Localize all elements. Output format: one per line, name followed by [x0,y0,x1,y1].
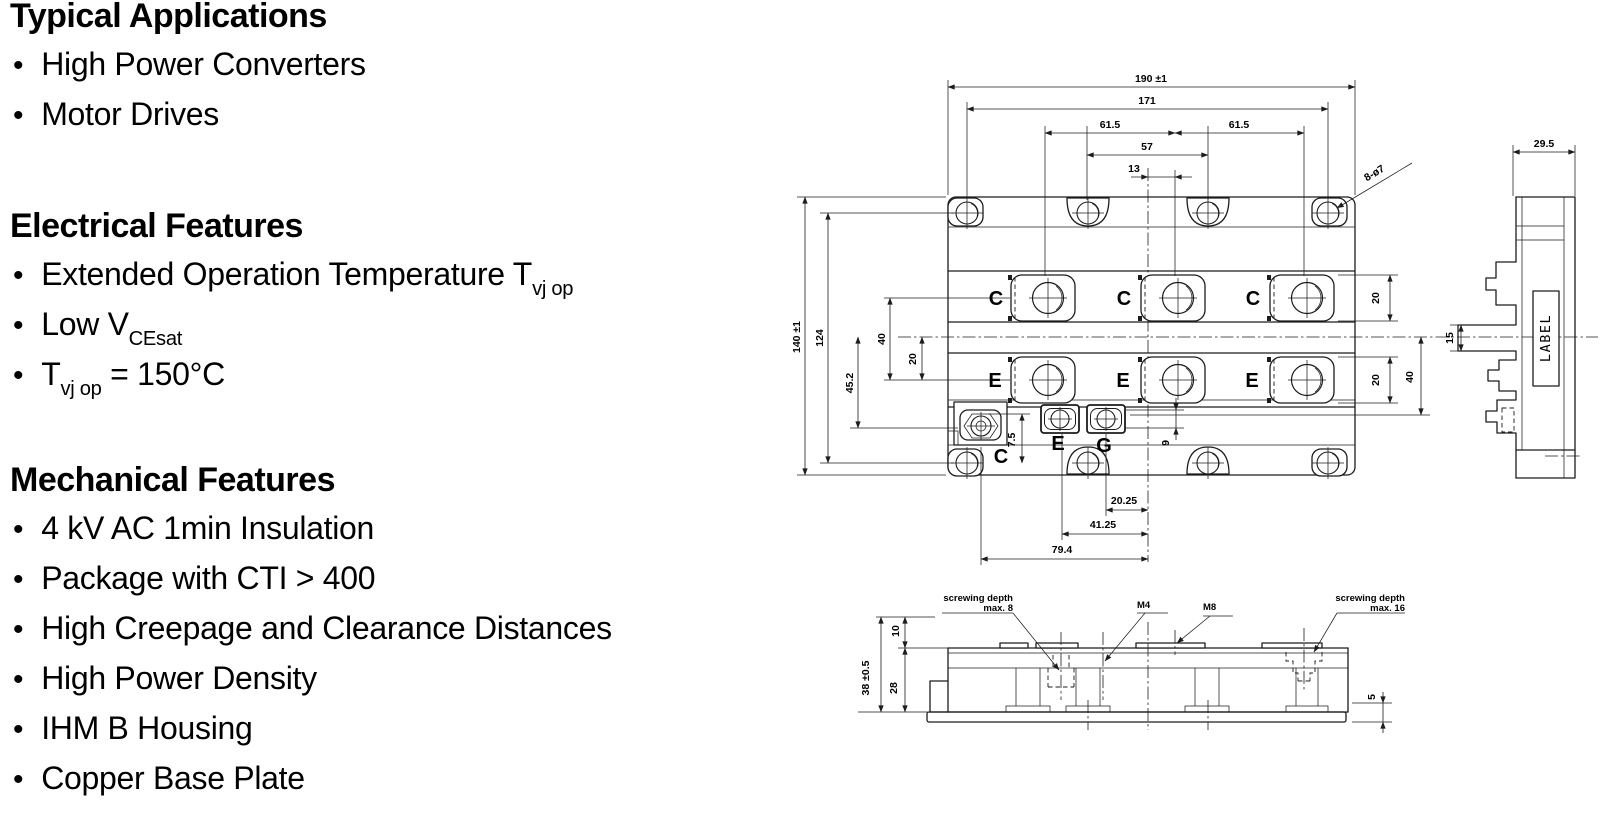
feature-item: Copper Base Plate [10,754,750,804]
top-view-dimensions: 190 ±1 171 61.5 61.5 57 13 8-ø7 140 ±1 1… [791,73,1430,565]
dim-20-25: 20.25 [1111,495,1137,507]
terminal-label-c3: C [1246,288,1260,310]
feature-item: High Power Converters [10,40,750,90]
terminal-label-e3: E [1245,370,1258,392]
gate-terminal [1086,404,1126,434]
bottom-view-dimensions: 10 28 38 ±0.5 5 [858,616,1392,733]
m4-screw-pocket [1047,655,1075,688]
dim-holes-inner: 57 [1141,141,1153,153]
dim-79-4: 79.4 [1052,544,1073,556]
feature-section: Mechanical Features 4 kV AC 1min Insulati… [10,458,750,804]
bottom-view: screwing depth max. 8 M4 M8 screwing dep… [858,593,1405,733]
section-title: Typical Applications [10,0,327,35]
terminal-label-c1: C [989,288,1003,310]
feature-list: Extended Operation Temperature Tvj opLow… [10,250,750,400]
dim-15: 15 [1444,332,1456,344]
section-title: Electrical Features [10,207,303,245]
feature-item: Tvj op = 150°C [10,350,750,400]
dim-height-holes: 124 [814,329,826,347]
side-view-dimensions: 29.5 15 [1444,138,1576,352]
feature-item: High Creepage and Clearance Distances [10,604,750,654]
dim-pitch-left: 61.5 [1100,119,1121,131]
dim-9: 9 [1160,440,1172,446]
dim-7-5: 7.5 [1006,433,1018,448]
dim-40-left: 40 [876,333,888,345]
terminal-label-e2: E [1116,370,1129,392]
dim-20-right-bottom: 20 [1370,374,1382,386]
note-m8: M8 [1203,602,1216,613]
feature-section: Typical ApplicationsHigh Power Converter… [10,0,750,140]
note-screw-depth-8-line2: max. 8 [983,603,1013,614]
dim-height-total: 140 ±1 [791,321,803,353]
terminal-label-aux-c: C [994,446,1008,468]
dim-pitch-right: 61.5 [1229,119,1250,131]
feature-item: Package with CTI > 400 [10,554,750,604]
feature-list: 4 kV AC 1min InsulationPackage with CTI … [10,504,750,804]
terminal-label-c2: C [1117,288,1131,310]
feature-item: Extended Operation Temperature Tvj op [10,250,750,300]
side-view: LABEL 29.5 15 [1444,138,1582,479]
label-text: LABEL [1538,314,1554,362]
terminal-label-e1: E [988,370,1001,392]
features-panel: Typical ApplicationsHigh Power Converter… [10,0,750,804]
terminal-label-gate: G [1096,435,1112,457]
dim-38: 38 ±0.5 [860,660,872,695]
note-screw-depth-16-line1: screwing depth [1335,593,1405,604]
feature-item: Low VCEsat [10,300,750,350]
note-m4: M4 [1137,600,1151,611]
aux-collector-terminal [948,401,1008,446]
feature-item: 4 kV AC 1min Insulation [10,504,750,554]
collector-terminals [1007,274,1335,322]
dim-hole-count: 8-ø7 [1362,163,1387,184]
top-view: C C C E E E C E G [884,168,1598,562]
feature-item: Motor Drives [10,90,750,140]
bottom-view-annotations: screwing depth max. 8 M4 M8 screwing dep… [942,593,1405,671]
dim-5: 5 [1366,694,1378,700]
feature-section: Electrical FeaturesExtended Operation Te… [10,204,750,400]
aux-emitter-terminal [1040,404,1080,434]
dim-20-left: 20 [907,353,919,365]
emitter-terminals [1007,356,1335,404]
label-field [1532,290,1560,387]
note-screw-depth-8-line1: screwing depth [943,593,1013,604]
feature-list: High Power ConvertersMotor Drives [10,40,750,140]
feature-item: IHM B Housing [10,704,750,754]
note-screw-depth-16-line2: max. 16 [1370,603,1405,614]
dim-28: 28 [888,682,900,694]
m8-screw-pocket [1285,652,1323,682]
dim-width-total: 190 ±1 [1135,73,1167,85]
terminal-label-aux-e: E [1051,433,1064,455]
dim-10: 10 [890,625,902,637]
dim-29-5: 29.5 [1534,138,1555,150]
dim-45-2: 45.2 [844,373,856,394]
dim-width-holes: 171 [1138,95,1156,107]
bottom-view-outline [926,622,1349,730]
dim-41-25: 41.25 [1090,519,1116,531]
dim-center-offset: 13 [1128,163,1140,175]
side-view-outline [1457,196,1582,479]
section-title: Mechanical Features [10,461,335,499]
dim-40-right: 40 [1404,371,1416,383]
dim-20-right-top: 20 [1370,292,1382,304]
feature-item: High Power Density [10,654,750,704]
